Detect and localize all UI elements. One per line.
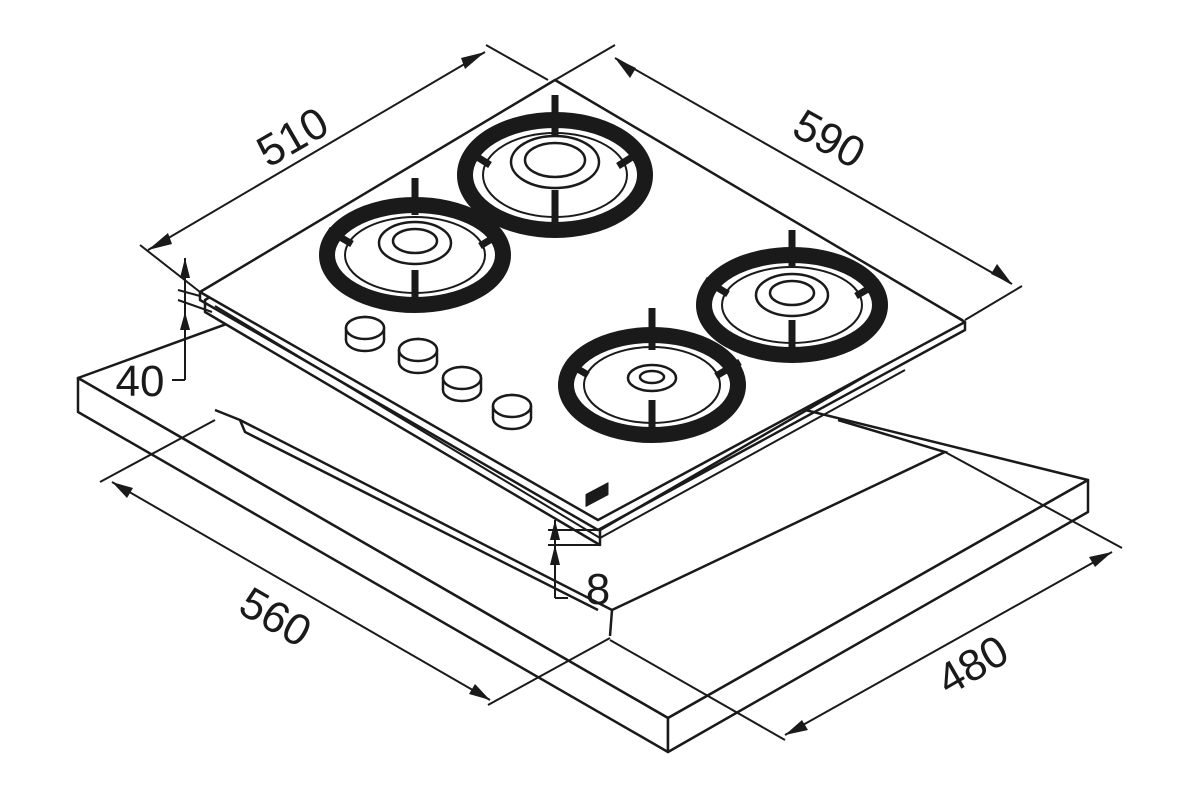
countertop-side-face bbox=[666, 478, 1090, 754]
knob-2 bbox=[397, 337, 439, 375]
dim-label-height: 40 bbox=[116, 357, 165, 406]
knob-4 bbox=[491, 393, 533, 431]
dim-label-cutout-width: 560 bbox=[231, 578, 319, 657]
burner-back bbox=[457, 95, 653, 238]
dimension-arrows bbox=[112, 52, 1112, 735]
burner-front bbox=[558, 308, 746, 443]
dim-label-width: 590 bbox=[785, 100, 873, 178]
control-knobs bbox=[344, 315, 533, 431]
dim-510-line bbox=[147, 51, 486, 251]
burner-left bbox=[319, 178, 511, 313]
dim-560-line bbox=[111, 481, 491, 701]
dim-590-line bbox=[614, 57, 1013, 285]
dim-label-glass-thickness: 8 bbox=[586, 565, 610, 614]
burner-right bbox=[696, 230, 888, 363]
dim-label-cutout-depth: 480 bbox=[929, 626, 1017, 705]
knob-1 bbox=[344, 315, 386, 353]
knob-3 bbox=[441, 365, 483, 403]
dimension-lines bbox=[99, 44, 1123, 741]
dim-label-depth: 510 bbox=[249, 98, 337, 177]
brand-badge bbox=[585, 482, 609, 507]
dim-480-line bbox=[784, 551, 1113, 736]
